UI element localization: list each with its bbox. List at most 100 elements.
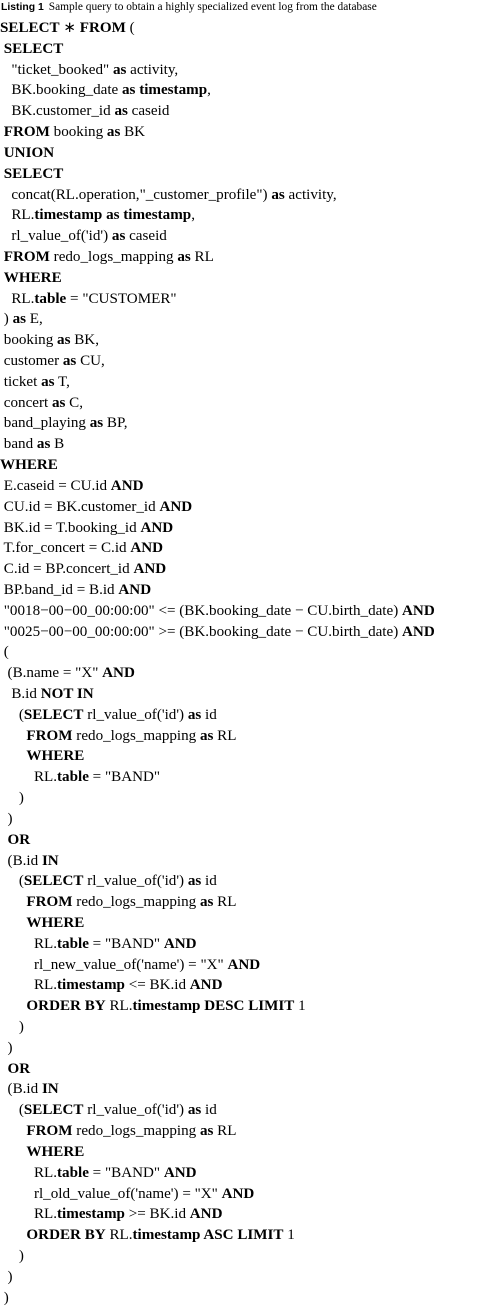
code-text: , — [207, 82, 211, 99]
code-text: "0018−00−00_00:00:00" <= (BK.booking_dat… — [0, 602, 403, 619]
code-line: UNION — [0, 143, 488, 164]
code-text — [0, 998, 26, 1014]
code-text: rl_old_value_of('name') = "X" — [0, 1185, 222, 1202]
sql-keyword: FROM — [26, 894, 73, 911]
sql-keyword: AND — [110, 477, 144, 494]
code-text — [0, 915, 26, 931]
sql-keyword: SELECT — [23, 706, 84, 723]
sql-keyword: as — [271, 186, 285, 203]
sql-code-listing: SELECT ∗ FROM ( SELECT "ticket_booked" a… — [0, 18, 488, 1308]
sql-keyword: as — [12, 311, 26, 328]
code-line: "ticket_booked" as activity, — [0, 60, 488, 81]
sql-keyword: as — [187, 706, 202, 723]
code-line: "0018−00−00_00:00:00" <= (BK.booking_dat… — [0, 601, 488, 622]
code-text — [0, 894, 26, 910]
code-text: ) — [0, 790, 24, 807]
code-line: E.caseid = CU.id AND — [0, 476, 488, 497]
sql-keyword: as — [36, 436, 51, 453]
code-text: RL. — [0, 977, 58, 994]
code-line: (SELECT rl_value_of('id') as id — [0, 705, 488, 726]
code-text: ( — [125, 20, 135, 36]
code-line: OR — [0, 1059, 488, 1080]
code-line: OR — [0, 830, 488, 851]
code-text: C.id = BP.concert_id — [0, 561, 134, 578]
code-line: CU.id = BK.customer_id AND — [0, 497, 488, 518]
sql-keyword: SELECT — [23, 1102, 84, 1119]
sql-keyword: FROM — [79, 20, 126, 36]
code-line: C.id = BP.concert_id AND — [0, 559, 488, 580]
sql-keyword: OR — [7, 1060, 31, 1077]
code-line: FROM booking as BK — [0, 122, 488, 143]
code-text: RL. — [0, 935, 58, 952]
code-line: RL.table = "BAND" AND — [0, 934, 488, 955]
sql-keyword: AND — [221, 1185, 255, 1202]
code-text: rl_value_of('id') — [0, 228, 112, 245]
code-line: B.id NOT IN — [0, 684, 488, 705]
code-text: ( — [0, 706, 24, 723]
code-line: SELECT — [0, 164, 488, 185]
code-text: B — [50, 436, 65, 453]
sql-keyword: as — [89, 415, 104, 432]
code-text: BP, — [103, 415, 128, 432]
sql-keyword: as timestamp — [122, 82, 208, 99]
sql-keyword: as — [111, 228, 126, 245]
code-text: 1 — [283, 1227, 295, 1244]
code-line: RL.table = "BAND" AND — [0, 1163, 488, 1184]
code-line: ) — [0, 1246, 488, 1267]
code-line: RL.timestamp as timestamp, — [0, 205, 488, 226]
sql-keyword: AND — [130, 540, 164, 557]
code-text: rl_value_of('id') — [83, 1102, 188, 1119]
code-line: SELECT — [0, 39, 488, 60]
code-text: caseid — [127, 103, 170, 120]
code-line: band as B — [0, 434, 488, 455]
code-line: BP.band_id = B.id AND — [0, 580, 488, 601]
sql-keyword: SELECT — [3, 40, 64, 57]
sql-keyword: AND — [140, 519, 174, 536]
sql-keyword: as — [41, 373, 55, 390]
code-line: SELECT ∗ FROM ( — [0, 18, 488, 39]
code-line: ) — [0, 1288, 488, 1308]
code-text: RL. — [0, 207, 35, 224]
sql-keyword: FROM — [26, 1123, 73, 1140]
code-line: ) as E, — [0, 309, 488, 330]
sql-keyword: as — [177, 248, 191, 265]
code-line: (SELECT rl_value_of('id') as id — [0, 1100, 488, 1121]
code-line: (SELECT rl_value_of('id') as id — [0, 871, 488, 892]
sql-keyword: ORDER BY — [26, 998, 106, 1015]
code-text: BK.booking_date — [0, 82, 122, 99]
code-text: booking — [49, 124, 107, 141]
code-text: C, — [65, 394, 84, 411]
code-line: ORDER BY RL.timestamp DESC LIMIT 1 — [0, 996, 488, 1017]
sql-keyword: as — [187, 873, 202, 890]
code-line: "0025−00−00_00:00:00" >= (BK.booking_dat… — [0, 622, 488, 643]
code-text: BP.band_id = B.id — [0, 581, 119, 598]
code-text: RL. — [105, 1227, 133, 1244]
code-text: RL. — [0, 1206, 58, 1223]
code-text: RL. — [0, 1164, 58, 1181]
code-text — [0, 1123, 26, 1139]
code-text: ) — [0, 1247, 24, 1264]
code-text: ticket — [0, 373, 42, 390]
code-text: ( — [0, 1102, 24, 1119]
sql-keyword: as — [199, 727, 214, 744]
sql-keyword: as — [187, 1102, 202, 1119]
sql-keyword: FROM — [3, 124, 50, 141]
code-text: rl_value_of('id') — [83, 873, 188, 890]
sql-keyword: timestamp — [57, 1206, 125, 1223]
code-text: ) — [0, 1039, 13, 1056]
code-text: band_playing — [0, 415, 90, 432]
sql-keyword: FROM — [26, 727, 73, 744]
code-line: FROM redo_logs_mapping as RL — [0, 726, 488, 747]
code-text: BK — [120, 124, 146, 141]
sql-keyword: IN — [41, 852, 59, 869]
code-text: BK.id = T.booking_id — [0, 519, 141, 536]
code-line: RL.table = "CUSTOMER" — [0, 289, 488, 310]
code-line: rl_old_value_of('name') = "X" AND — [0, 1184, 488, 1205]
code-line: ) — [0, 809, 488, 830]
code-text: RL — [190, 248, 214, 265]
code-line: WHERE — [0, 913, 488, 934]
sql-keyword: AND — [133, 561, 167, 578]
sql-keyword: WHERE — [3, 269, 62, 286]
sql-keyword: table — [57, 1164, 89, 1181]
